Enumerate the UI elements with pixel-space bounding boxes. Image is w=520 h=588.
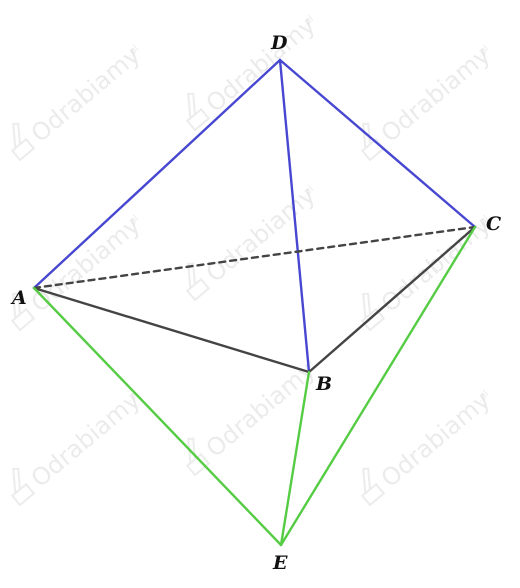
pencil-paper-icon [10,467,36,507]
edge-ac [32,225,477,290]
watermark: Odrabiamy.pl [10,386,146,507]
vertex-label-c: C [486,213,501,235]
edge-bc [307,225,477,374]
edge-be [279,370,311,547]
pencil-paper-icon [10,292,36,332]
edge-ad [32,58,282,290]
pencil-paper-icon [360,467,386,507]
edges-layer [32,58,477,547]
watermark: Odrabiamy.pl [360,41,496,162]
edge-ce [279,225,477,547]
watermark-text: Odrabiamy [26,386,146,493]
watermark: Odrabiamy.pl [360,211,496,332]
watermark-text: Odrabiamy [26,41,146,148]
vertex-label-e: E [272,552,288,574]
edge-db [278,58,311,374]
pencil-paper-icon [10,122,36,162]
edge-ae [32,286,283,547]
vertex-label-d: D [270,32,288,54]
watermark-text: Odrabiamy [376,386,496,493]
watermark: Odrabiamy.pl [10,211,146,332]
edge-dc [278,58,477,229]
watermark-text: Odrabiamy [201,181,321,288]
watermark-text: Odrabiamy [376,41,496,148]
pencil-paper-icon [360,122,386,162]
watermark-text: Odrabiamy [26,211,146,318]
watermark: Odrabiamy.pl [185,11,321,132]
watermark: Odrabiamy.pl [185,356,321,477]
pencil-paper-icon [185,92,211,132]
edge-ab [32,286,311,374]
watermark-text: Odrabiamy [201,11,321,118]
watermark: Odrabiamy.pl [10,41,146,162]
pencil-paper-icon [185,262,211,302]
vertex-label-b: B [315,373,332,395]
vertex-label-a: A [10,287,27,309]
labels-layer: A B C D E [10,32,501,574]
watermark-text: Odrabiamy [376,211,496,318]
